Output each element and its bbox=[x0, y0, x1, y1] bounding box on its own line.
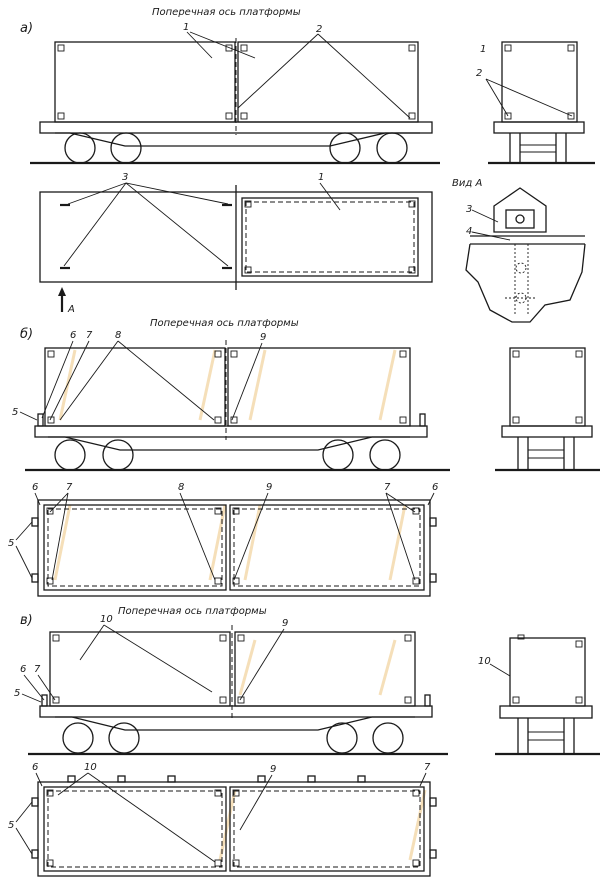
callout-2: 2 bbox=[316, 24, 322, 35]
callout-4: 4 bbox=[466, 226, 472, 237]
platform-side-view-c: 10 9 6 7 5 bbox=[14, 614, 448, 756]
callout-1: 1 bbox=[183, 22, 189, 33]
plan-callout-1: 1 bbox=[318, 172, 324, 183]
callout-9: 9 bbox=[260, 332, 266, 343]
platform-side-view-b: 6 7 8 9 5 bbox=[12, 330, 450, 472]
callout-7: 7 bbox=[86, 330, 93, 341]
section-b: б) Поперечная ось платформы 6 7 8 9 5 bbox=[8, 318, 600, 597]
plan-c-callout-6: 6 bbox=[32, 762, 38, 773]
end-callout-10: 10 bbox=[478, 656, 491, 667]
callout-8: 8 bbox=[115, 330, 121, 341]
section-b-label: б) bbox=[20, 327, 33, 342]
section-c: в) Поперечная ось платформы 10 9 6 7 5 bbox=[8, 606, 600, 877]
plan-callout-6-right: 6 bbox=[432, 482, 438, 493]
end-callout-2: 2 bbox=[476, 68, 482, 79]
callout-5-c: 5 bbox=[14, 688, 20, 699]
platform-deck-a bbox=[39, 121, 433, 134]
plan-callout-6-left: 6 bbox=[32, 482, 38, 493]
container-right-a bbox=[237, 41, 419, 123]
callout-9-c: 9 bbox=[282, 618, 288, 629]
platform-side-view-a: 1 2 bbox=[30, 22, 440, 165]
axis-caption-b: Поперечная ось платформы bbox=[150, 318, 299, 329]
view-a-detail: Вид А 3 4 bbox=[452, 178, 586, 323]
plan-callout-9: 9 bbox=[266, 482, 272, 493]
plan-c-callout-9: 9 bbox=[270, 764, 276, 775]
plan-callout-8: 8 bbox=[178, 482, 184, 493]
end-view-a: 1 2 bbox=[476, 41, 595, 165]
axis-caption-a: Поперечная ось платформы bbox=[152, 7, 301, 18]
plan-c-callout-7: 7 bbox=[424, 762, 431, 773]
section-c-label: в) bbox=[20, 613, 33, 628]
axis-caption-c: Поперечная ось платформы bbox=[118, 606, 267, 617]
end-callout-1: 1 bbox=[480, 44, 486, 55]
plan-callout-7-right: 7 bbox=[384, 482, 391, 493]
plan-view-c: 6 10 9 7 5 bbox=[8, 762, 437, 877]
callout-5: 5 bbox=[12, 407, 18, 418]
plan-view-a: 3 1 А bbox=[39, 172, 433, 315]
section-a-label: а) bbox=[20, 21, 33, 36]
view-callout-3: 3 bbox=[466, 204, 472, 215]
callout-6-c: 6 bbox=[20, 664, 26, 675]
callout-7-c: 7 bbox=[34, 664, 41, 675]
callout-6: 6 bbox=[70, 330, 76, 341]
callout-10: 10 bbox=[100, 614, 113, 625]
end-view-b bbox=[495, 347, 600, 472]
section-a: а) Поперечная ось платформы 1 2 bbox=[20, 7, 595, 323]
plan-c-callout-10: 10 bbox=[84, 762, 97, 773]
arrow-label-a: А bbox=[67, 304, 75, 315]
plan-callout-7-left: 7 bbox=[66, 482, 73, 493]
plan-c-callout-5: 5 bbox=[8, 820, 14, 831]
plan-view-b: 6 7 8 9 7 6 5 bbox=[8, 482, 438, 597]
view-a-caption: Вид А bbox=[452, 178, 482, 189]
end-view-c: 10 bbox=[478, 634, 600, 756]
plan-callout-5: 5 bbox=[8, 538, 14, 549]
callout-3: 3 bbox=[122, 172, 128, 183]
